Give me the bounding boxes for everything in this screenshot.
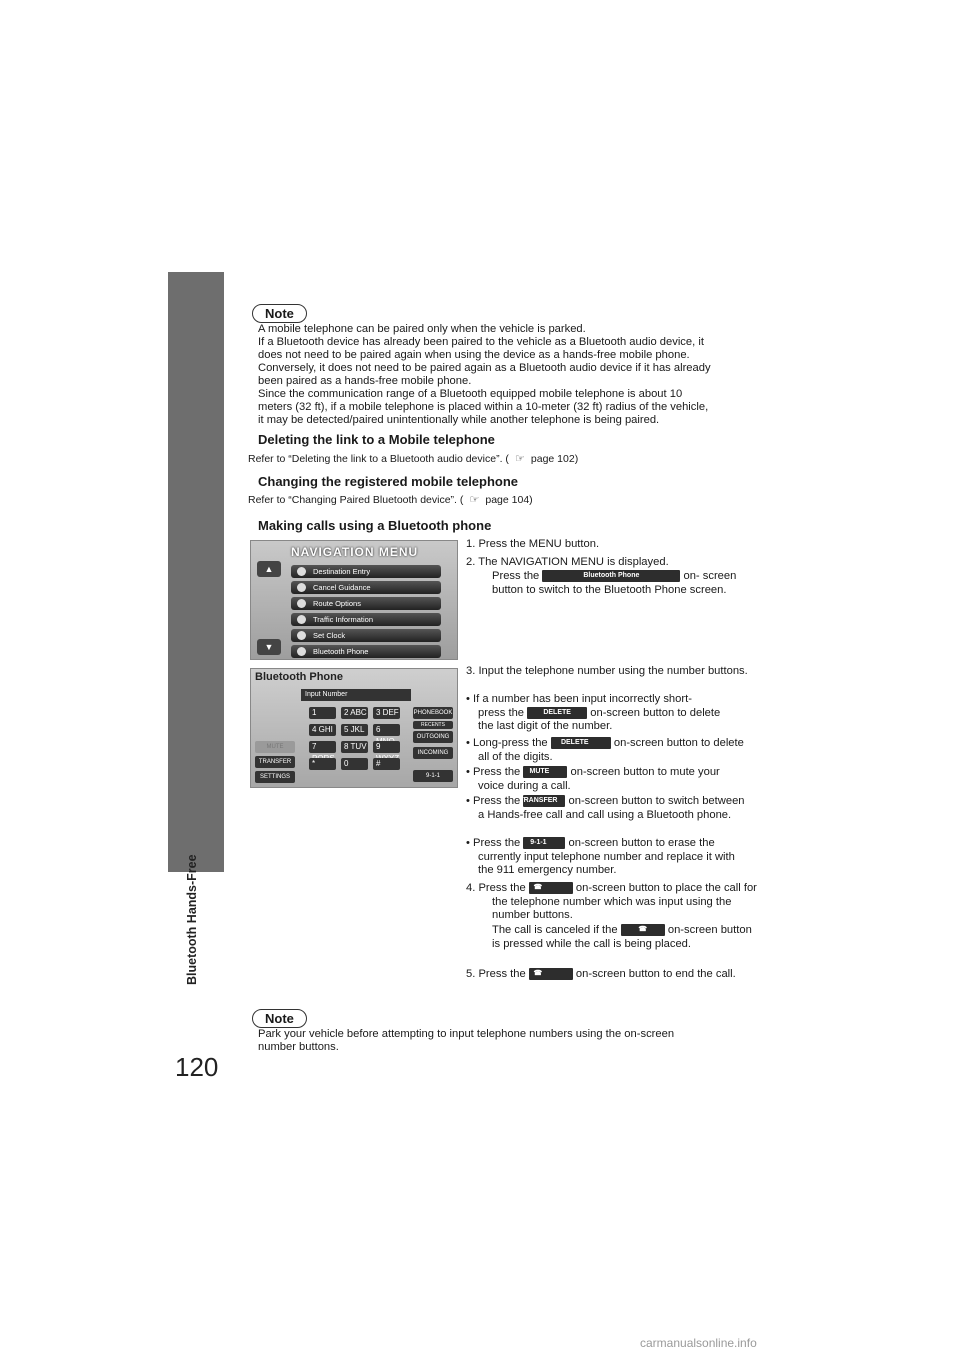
section-label: Bluetooth Hands-Free bbox=[185, 854, 199, 986]
bullet-long-delete: • Long-press the DELETE on-screen button… bbox=[466, 737, 744, 763]
ref-delete-link: Refer to “Deleting the link to a Bluetoo… bbox=[248, 453, 579, 465]
bullet-911: • Press the 9-1-1 on-screen button to er… bbox=[466, 837, 735, 876]
delete-button-icon: DELETE bbox=[527, 706, 588, 719]
note-badge: Note bbox=[252, 304, 307, 323]
delete-button-icon: DELETE bbox=[550, 737, 611, 750]
cancel-icon bbox=[297, 583, 306, 592]
transfer-button-icon: TRANSFER bbox=[519, 795, 566, 808]
step-1: 1. Press the MENU button. bbox=[466, 538, 600, 550]
bluetooth-phone-screenshot: Bluetooth Phone Input Number 1 2 ABC 3 D… bbox=[250, 668, 458, 788]
step-4-cancel: The call is canceled if the ☎ on-screen … bbox=[492, 924, 752, 950]
bullet-transfer: • Press the TRANSFER on-screen button to… bbox=[466, 795, 745, 821]
destination-icon bbox=[297, 567, 306, 576]
call-button-icon: ☎ bbox=[528, 882, 573, 895]
heading-making-calls: Making calls using a Bluetooth phone bbox=[258, 518, 492, 533]
step-2: 2. The NAVIGATION MENU is displayed. bbox=[466, 556, 669, 568]
step-3: 3. Input the telephone number using the … bbox=[466, 665, 748, 677]
scroll-up-icon: ▲ bbox=[257, 561, 281, 577]
step-4: 4. Press the ☎ on-screen button to place… bbox=[466, 882, 757, 921]
bluetooth-phone-button-icon: Bluetooth Phone bbox=[542, 570, 681, 583]
mute-button-icon: MUTE bbox=[523, 766, 568, 779]
note-text: Park your vehicle before attempting to i… bbox=[258, 1028, 675, 1053]
step-5: 5. Press the ☎ on-screen button to end t… bbox=[466, 968, 736, 981]
clock-icon bbox=[297, 631, 306, 640]
step-2-detail: Press the Bluetooth Phone on- screen but… bbox=[492, 570, 737, 596]
note-text: A mobile telephone can be paired only wh… bbox=[258, 323, 711, 426]
navigation-menu-screenshot: NAVIGATION MENU ▲ ▼ Destination Entry Ca… bbox=[250, 540, 458, 660]
phone-icon bbox=[297, 647, 306, 656]
section-tab bbox=[168, 272, 224, 872]
end-call-button-icon: ☎ bbox=[620, 924, 665, 937]
watermark: carmanualsonline.info bbox=[640, 1336, 757, 1350]
bullet-mute: • Press the MUTE on-screen button to mut… bbox=[466, 766, 720, 792]
911-button-icon: 9-1-1 bbox=[523, 837, 566, 850]
route-icon bbox=[297, 599, 306, 608]
note-badge: Note bbox=[252, 1009, 307, 1028]
ref-change-phone: Refer to “Changing Paired Bluetooth devi… bbox=[248, 494, 533, 506]
heading-change-phone: Changing the registered mobile telephone bbox=[258, 474, 519, 489]
heading-delete-link: Deleting the link to a Mobile telephone bbox=[258, 432, 495, 447]
page-number: 120 bbox=[175, 1052, 219, 1082]
bullet-short-delete: • If a number has been input incorrectly… bbox=[466, 693, 721, 732]
scroll-down-icon: ▼ bbox=[257, 639, 281, 655]
hand-pointer-icon: ☞ bbox=[469, 494, 480, 506]
hand-pointer-icon: ☞ bbox=[514, 453, 525, 465]
traffic-icon bbox=[297, 615, 306, 624]
end-call-button-icon: ☎ bbox=[528, 968, 573, 981]
